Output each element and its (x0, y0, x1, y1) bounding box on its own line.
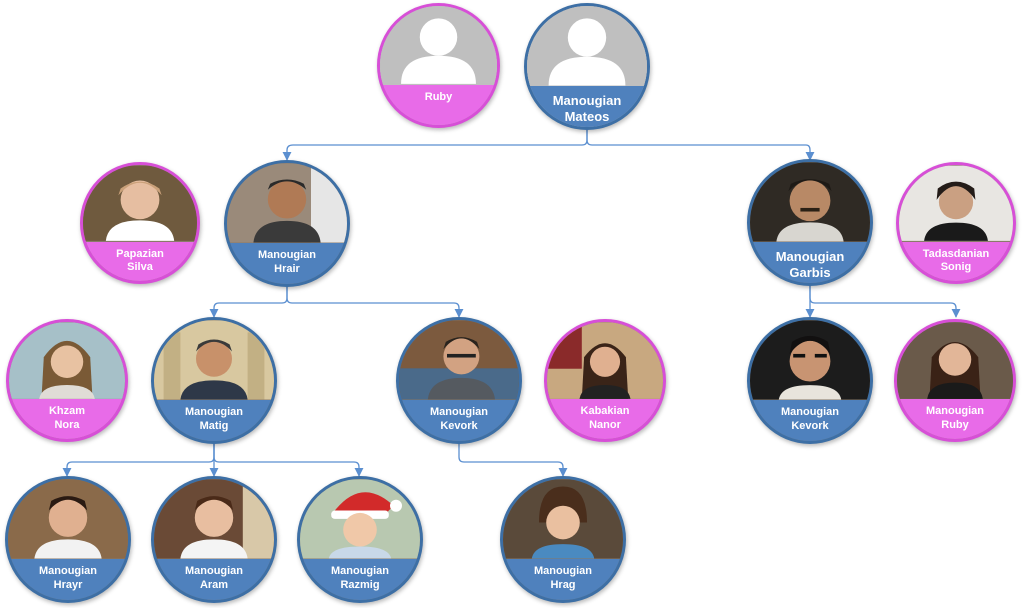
portrait-photo (227, 163, 347, 243)
portrait-photo (83, 165, 197, 242)
person-surname: Papazian (116, 247, 164, 260)
person-node-manougian-mateos[interactable]: Manougian Mateos (524, 3, 650, 130)
portrait-photo (547, 322, 663, 399)
connector-matig-hrayr (62, 443, 215, 477)
connector-garbis-ruby (809, 285, 961, 318)
person-name-band: Manougian Hrayr (8, 558, 128, 600)
connector-mateos-garbis (586, 130, 815, 161)
person-given-name: Kevork (440, 419, 478, 432)
person-surname: Tadasdanian (922, 247, 990, 260)
person-name-line: Ruby (424, 90, 453, 103)
person-given-name: Aram (199, 578, 229, 591)
person-node-manougian-kevork[interactable]: Manougian Kevork (396, 317, 522, 444)
portrait-photo (8, 479, 128, 559)
connector-mateos-hrair (282, 130, 588, 161)
placeholder-silhouette-icon (527, 6, 647, 86)
person-name-band: Khzam Nora (9, 399, 125, 439)
person-given-name: Sonig (940, 261, 972, 274)
connector-kevork-hrag (458, 443, 568, 477)
person-surname: Manougian (184, 564, 244, 577)
placeholder-silhouette-icon (380, 6, 497, 85)
person-node-tadasdanian-sonig[interactable]: Tadasdanian Sonig (896, 162, 1016, 284)
person-given-name: Hrair (274, 262, 300, 275)
person-name-band: Manougian Razmig (300, 558, 420, 600)
person-given-name: Mateos (564, 109, 610, 125)
person-node-manougian-aram[interactable]: Manougian Aram (151, 476, 277, 603)
connector-hrair-kevork (286, 285, 464, 318)
person-name-band: Manougian Kevork (399, 399, 519, 441)
person-name-band: Manougian Mateos (527, 85, 647, 127)
person-given-name: Hrayr (53, 578, 83, 591)
person-given-name: Garbis (789, 265, 831, 281)
portrait-photo (750, 320, 870, 400)
person-surname: Manougian (429, 405, 489, 418)
person-surname: Manougian (330, 564, 390, 577)
person-given-name: Razmig (340, 578, 380, 591)
person-surname: Manougian (925, 405, 985, 418)
person-name-band: Manougian Kevork (750, 399, 870, 441)
portrait-photo (300, 479, 420, 559)
person-name-band: Manougian Hrair (227, 242, 347, 284)
person-node-manougian-hrayr[interactable]: Manougian Hrayr (5, 476, 131, 603)
person-node-kabakian-nanor[interactable]: Kabakian Nanor (544, 319, 666, 442)
portrait-photo (154, 320, 274, 400)
person-given-name: Nora (54, 418, 80, 431)
person-given-name: Matig (199, 419, 229, 432)
person-name-band: Papazian Silva (83, 241, 197, 281)
person-name-band: Manougian Matig (154, 399, 274, 441)
person-surname: Manougian (552, 92, 622, 108)
person-given-name: Ruby (941, 418, 969, 431)
person-given-name: Kevork (791, 419, 829, 432)
person-given-name: Nanor (589, 418, 621, 431)
person-node-papazian-silva[interactable]: Papazian Silva (80, 162, 200, 284)
portrait-photo (899, 165, 1013, 242)
person-name-band: Tadasdanian Sonig (899, 241, 1013, 281)
connector-hrair-matig (209, 285, 288, 318)
person-node-manougian-razmig[interactable]: Manougian Razmig (297, 476, 423, 603)
portrait-photo (897, 322, 1013, 399)
person-node-manougian-hrag[interactable]: Manougian Hrag (500, 476, 626, 603)
person-node-manougian-ruby[interactable]: Manougian Ruby (894, 319, 1016, 442)
person-given-name: Hrag (550, 578, 576, 591)
person-surname: Manougian (38, 564, 98, 577)
person-surname: Manougian (533, 564, 593, 577)
person-name-band: Manougian Hrag (503, 558, 623, 600)
person-node-manougian-garbis[interactable]: Manougian Garbis (747, 159, 873, 286)
person-surname: Khzam (48, 405, 86, 418)
person-surname: Kabakian (580, 405, 630, 418)
person-name-band: Manougian Garbis (750, 241, 870, 283)
person-surname: Manougian (184, 405, 244, 418)
portrait-photo (503, 479, 623, 559)
person-node-manougian-hrair[interactable]: Manougian Hrair (224, 160, 350, 287)
person-name-band: Manougian Ruby (897, 399, 1013, 439)
person-node-ruby[interactable]: Ruby (377, 3, 500, 128)
person-surname: Manougian (257, 248, 317, 261)
person-node-khzam-nora[interactable]: Khzam Nora (6, 319, 128, 442)
connector-matig-razmig (213, 443, 364, 477)
person-node-manougian-matig[interactable]: Manougian Matig (151, 317, 277, 444)
person-node-manougian-kevork-garbis-son[interactable]: Manougian Kevork (747, 317, 873, 444)
person-surname: Manougian (780, 405, 840, 418)
person-name-band: Ruby (380, 84, 497, 125)
portrait-photo (154, 479, 274, 559)
person-given-name: Silva (127, 261, 153, 274)
portrait-photo (9, 322, 125, 399)
person-surname: Manougian (775, 248, 845, 264)
portrait-photo (750, 162, 870, 242)
person-name-band: Manougian Aram (154, 558, 274, 600)
person-name-band: Kabakian Nanor (547, 399, 663, 439)
portrait-photo (399, 320, 519, 400)
